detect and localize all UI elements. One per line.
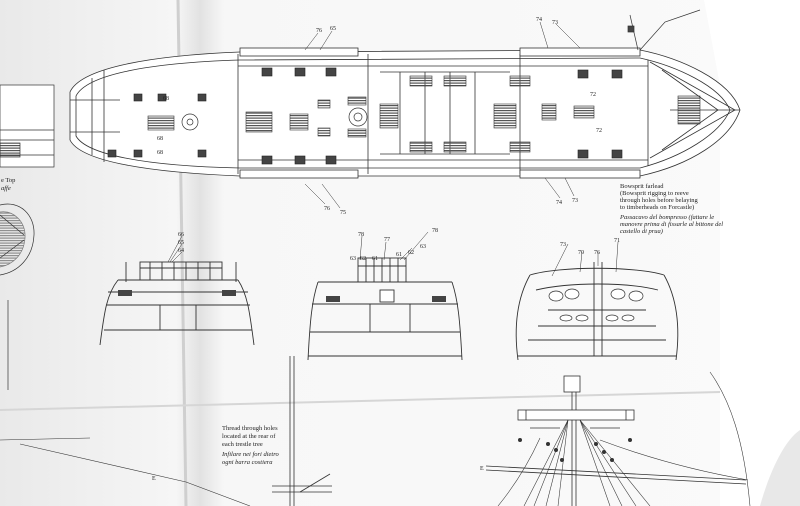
callout-73-bottom: 73	[572, 198, 578, 204]
callout-70: 70	[578, 250, 584, 256]
callout-73: 73	[552, 20, 558, 26]
bowsprit-note-it-2: manovre prima di fissarle al bittone del	[620, 221, 723, 228]
grating	[317, 99, 331, 109]
left-rigging	[0, 437, 251, 506]
callout-76-s3: 76	[594, 250, 600, 256]
callout-61-right: 61	[396, 252, 402, 258]
lower-mast	[272, 356, 332, 506]
grating	[509, 141, 531, 153]
section2-callout-lines	[359, 231, 429, 261]
grating	[245, 111, 273, 133]
shadow-corner	[760, 430, 800, 506]
bowsprit-note-it-3: castello di prua)	[620, 228, 663, 235]
callout-78-left: 78	[358, 232, 364, 238]
grating	[347, 128, 367, 138]
grating	[573, 105, 595, 119]
callout-61-left: 61	[372, 256, 378, 262]
grating	[409, 141, 433, 153]
bowsprit-note-en-3: through holes before belaying	[620, 197, 699, 204]
grating	[509, 75, 531, 87]
thread-note-en-3: each trestle tree	[222, 441, 263, 448]
left-fragment-label-2: affe	[1, 185, 11, 192]
callout-74: 74	[536, 17, 542, 23]
thread-note: Thread through holes located at the rear…	[221, 425, 279, 466]
callout-75-bottom: 75	[340, 210, 346, 216]
deck-gratings	[147, 75, 701, 153]
thread-note-en-1: Thread through holes	[222, 425, 278, 432]
callout-63-left: 63	[350, 256, 356, 262]
grating	[347, 96, 367, 106]
callout-72-b: 72	[596, 128, 602, 134]
bowsprit-note-en-1: Bowsprit farlead	[620, 183, 664, 190]
deck-guns	[107, 67, 623, 165]
grating	[289, 113, 309, 131]
section2-guns	[326, 296, 446, 302]
cross-section-3	[515, 262, 679, 361]
grating	[443, 141, 467, 153]
deck-hull-outline	[69, 49, 741, 177]
grating	[493, 103, 517, 129]
callout-63-right: 63	[420, 244, 426, 250]
grating	[443, 75, 467, 87]
callout-71: 71	[614, 238, 620, 244]
callout-74-bottom: 74	[556, 200, 562, 206]
callout-62-right: 62	[408, 250, 414, 256]
callout-77: 77	[384, 237, 390, 243]
grating	[409, 75, 433, 87]
capstans	[181, 107, 368, 131]
section1-callout-lines	[167, 235, 183, 263]
callout-78-right: 78	[432, 228, 438, 234]
bowsprit-note-it-1: Passacavo del bompresso (fattare le	[619, 214, 714, 221]
rigging-label-e: E	[480, 466, 484, 472]
bowsprit-note-en-4: to timberheads on Forcastle)	[620, 204, 694, 211]
thread-note-it-2: ogni barra costiera	[222, 459, 273, 466]
grating	[541, 103, 557, 121]
callout-73-s3: 73	[560, 242, 566, 248]
left-detail-fragment	[0, 84, 55, 390]
thread-note-en-2: located at the rear of	[222, 433, 276, 440]
deck-plan	[69, 47, 741, 179]
callout-65: 65	[330, 26, 336, 32]
callout-76: 76	[316, 28, 322, 34]
thread-note-it-1: Infilare nei fori dietro	[221, 451, 279, 458]
callout-76-bottom: 76	[324, 206, 330, 212]
callout-66: 66	[178, 232, 184, 238]
bowsprit-note: Bowsprit farlead (Bowsprit rigging to re…	[619, 183, 723, 235]
cross-section-2	[307, 257, 463, 361]
section1-guns	[118, 290, 236, 296]
fold-crease-horizontal	[0, 391, 721, 411]
section3-callout-lines	[551, 241, 619, 277]
shrouds	[497, 371, 751, 506]
bow-grating	[677, 95, 701, 125]
callout-68-b: 68	[157, 136, 163, 142]
callout-64: 64	[178, 248, 184, 254]
stern-windows	[548, 288, 644, 322]
callout-68-c: 68	[157, 150, 163, 156]
grating	[379, 103, 399, 129]
grating	[317, 127, 331, 137]
grating	[147, 115, 175, 131]
callout-72-a: 72	[590, 92, 596, 98]
cross-section-1	[99, 261, 255, 346]
left-fragment-label-1: e Top	[1, 177, 15, 184]
deck-callouts-top	[304, 21, 581, 51]
deck-callouts-bottom	[304, 177, 575, 209]
callout-62-left: 62	[360, 256, 366, 262]
rigging-label-left: E	[152, 476, 156, 482]
mast-rigging	[485, 375, 747, 506]
blocks	[518, 438, 632, 462]
callout-68-a: 68	[163, 96, 169, 102]
callout-65-s1: 65	[178, 240, 184, 246]
bowsprit-top	[627, 9, 701, 51]
bowsprit-note-en-2: (Bowsprit rigging to reeve	[620, 190, 689, 197]
